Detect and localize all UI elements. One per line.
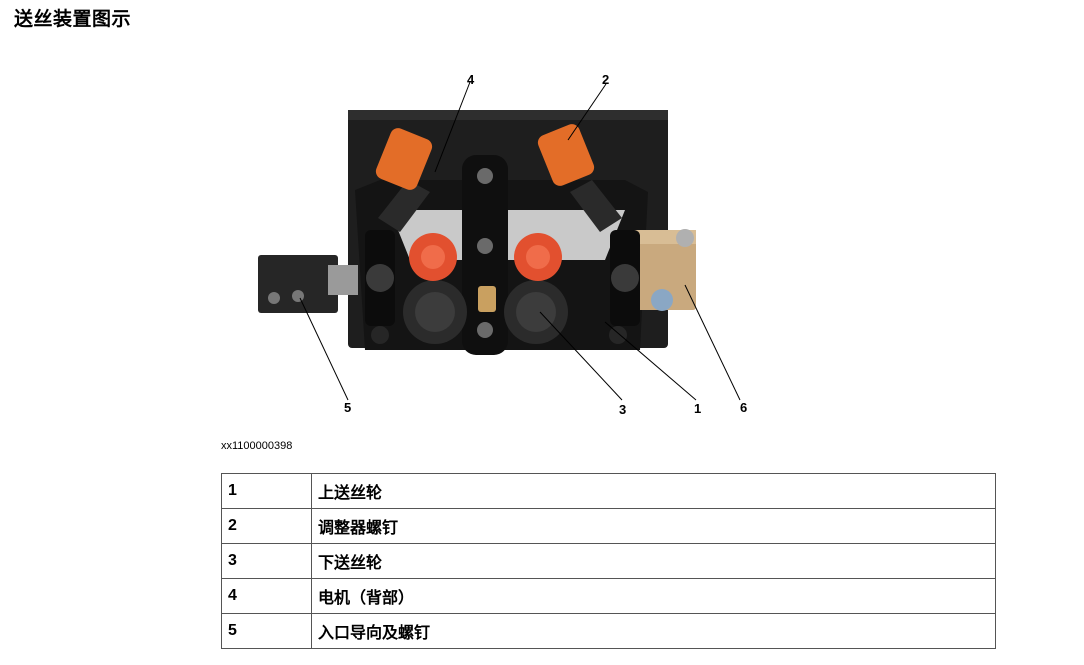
legend-text: 入口导向及螺钉 (311, 613, 996, 649)
table-row: 4 电机（背部） (221, 578, 996, 614)
figure-id: xx1100000398 (221, 440, 293, 452)
legend-text: 调整器螺钉 (311, 508, 996, 544)
table-row: 1 上送丝轮 (221, 473, 996, 509)
legend-number: 3 (221, 543, 312, 579)
callout-3: 3 (619, 402, 627, 417)
legend-number: 1 (221, 473, 312, 509)
legend-text: 电机（背部） (311, 578, 996, 614)
callout-2: 2 (602, 72, 610, 87)
legend-number: 5 (221, 613, 312, 649)
callout-5: 5 (344, 400, 352, 415)
legend-text: 上送丝轮 (311, 473, 996, 509)
legend-number: 4 (221, 578, 312, 614)
table-row: 2 调整器螺钉 (221, 508, 996, 544)
table-row: 3 下送丝轮 (221, 543, 996, 579)
callout-4: 4 (467, 72, 475, 87)
table-row: 5 入口导向及螺钉 (221, 613, 996, 649)
legend-table: 1 上送丝轮 2 调整器螺钉 3 下送丝轮 4 电机（背部） 5 入口导向及螺钉 (221, 473, 996, 649)
callout-6: 6 (740, 400, 748, 415)
wire-feeder-figure: 4 2 5 3 1 6 (230, 60, 790, 430)
legend-number: 2 (221, 508, 312, 544)
callout-1: 1 (694, 401, 702, 416)
legend-text: 下送丝轮 (311, 543, 996, 579)
wire-feeder-illustration (258, 81, 741, 401)
page-title: 送丝装置图示 (14, 8, 132, 30)
